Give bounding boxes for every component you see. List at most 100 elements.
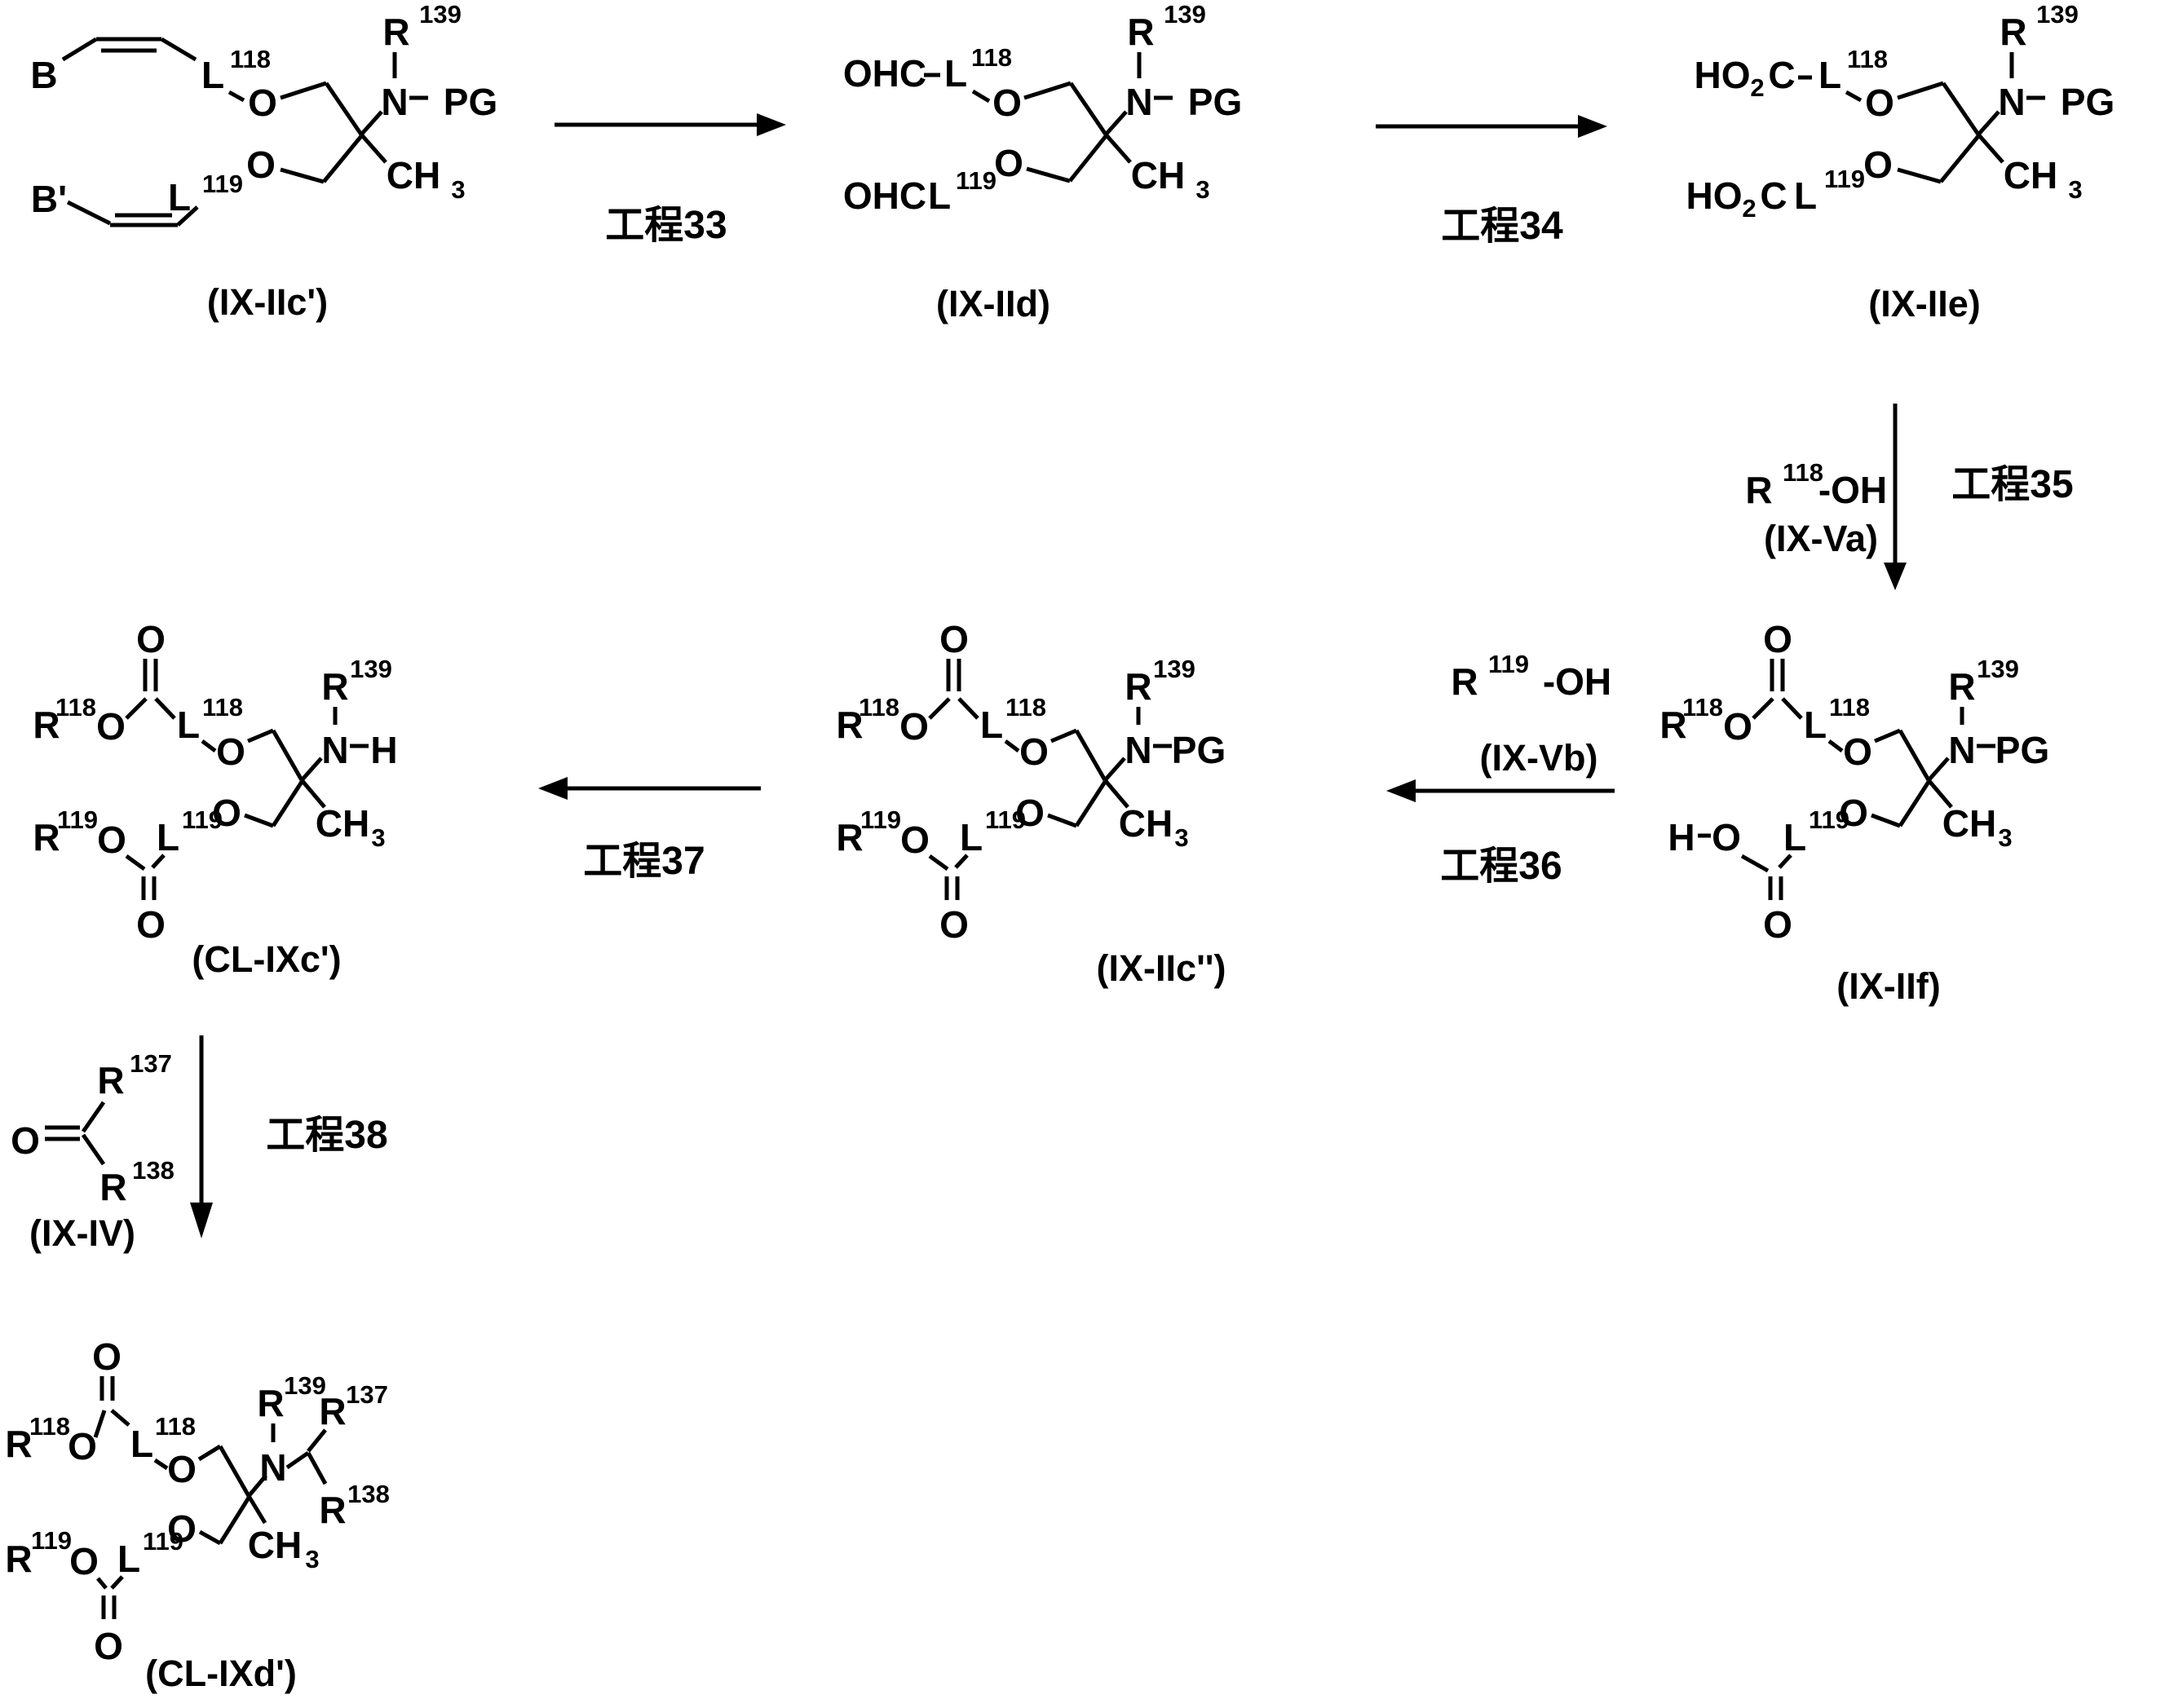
sup-139: 139 xyxy=(419,0,462,29)
atom-O: O xyxy=(1843,730,1872,773)
bond xyxy=(1004,739,1020,752)
sup-118: 118 xyxy=(29,1412,70,1441)
group-PG: PG xyxy=(2061,81,2115,123)
arrow-step34: 工程34 xyxy=(1376,115,1607,248)
atom-O: O xyxy=(94,1625,123,1667)
step-label: 工程33 xyxy=(605,204,727,247)
arrow-step33: 工程33 xyxy=(555,113,786,247)
sup-118: 118 xyxy=(155,1412,196,1441)
atom-O: O xyxy=(1865,82,1894,124)
atom-O: O xyxy=(68,1425,97,1467)
bond xyxy=(66,200,112,226)
bond xyxy=(228,90,245,103)
arrow-head-icon xyxy=(1578,115,1607,138)
atom-R: R xyxy=(836,704,863,746)
atom-O: O xyxy=(11,1119,40,1162)
bond xyxy=(1897,167,1942,184)
sup-139: 139 xyxy=(1977,655,2019,683)
atom-R: R xyxy=(5,1423,32,1465)
bond xyxy=(1897,81,1944,100)
bond xyxy=(1752,697,1774,720)
atom-O: O xyxy=(167,1507,197,1550)
atom-N: N xyxy=(1125,81,1152,123)
atom-L: L xyxy=(130,1423,153,1465)
compound-label: (IX-IIc') xyxy=(207,281,328,323)
arrow-step38: 工程38 xyxy=(190,1035,388,1238)
group-CH: CH xyxy=(387,154,440,196)
reagent-R: R xyxy=(1745,469,1772,511)
atom-O: O xyxy=(216,730,245,773)
sup-139: 139 xyxy=(350,655,392,683)
bond xyxy=(1104,110,1128,136)
sub-3: 3 xyxy=(305,1545,319,1573)
atom-R: R xyxy=(2000,11,2026,53)
bond xyxy=(1927,757,1950,782)
atom-R: R xyxy=(5,1538,32,1580)
bond xyxy=(1941,82,1981,136)
bond-lines xyxy=(1698,659,1995,900)
atom-O: O xyxy=(899,705,929,748)
bond xyxy=(1047,813,1077,828)
bond xyxy=(61,37,98,62)
bond xyxy=(246,1494,267,1525)
structure-cl-ixc-prime: O R 118 O L 118 O N H R 139 CH 3 O L 119… xyxy=(33,618,397,980)
bond xyxy=(125,697,148,720)
sup-119: 119 xyxy=(31,1526,72,1555)
group-CH: CH xyxy=(1131,154,1185,196)
atom-O: O xyxy=(136,903,166,946)
atom-O: O xyxy=(939,903,969,946)
reagent-label: (IX-IV) xyxy=(29,1212,135,1254)
atom-R: R xyxy=(99,1166,126,1208)
sub-3: 3 xyxy=(451,175,465,204)
bond xyxy=(300,779,326,809)
sup-139: 139 xyxy=(284,1371,326,1400)
bond xyxy=(1871,813,1901,828)
atom-O: O xyxy=(1019,730,1049,773)
atom-O: O xyxy=(136,618,166,660)
reagent-label: (IX-Va) xyxy=(1764,518,1878,559)
bond xyxy=(153,1458,169,1471)
sup-119: 119 xyxy=(57,805,98,834)
bond xyxy=(1103,779,1129,809)
compound-label: (IX-IIe) xyxy=(1868,283,1981,324)
bond xyxy=(1939,135,1980,183)
step-label: 工程35 xyxy=(1951,463,2073,506)
sub-3: 3 xyxy=(2068,175,2082,204)
sub-3: 3 xyxy=(1998,823,2012,852)
step-label: 工程36 xyxy=(1440,845,1562,888)
bond xyxy=(247,1474,267,1498)
bond xyxy=(110,1409,130,1427)
bond xyxy=(93,1410,107,1438)
bond xyxy=(1103,757,1126,782)
bond xyxy=(1898,780,1931,828)
group-CH: CH xyxy=(2004,154,2057,196)
bond xyxy=(306,1451,328,1485)
atom-H: H xyxy=(370,729,397,771)
atom-O: O xyxy=(96,705,126,748)
sub-2: 2 xyxy=(1742,194,1756,223)
structure-cl-ixd-prime: O R 118 O L 118 O N R 139 R 137 R 138 CH… xyxy=(5,1335,389,1694)
sup-119: 119 xyxy=(956,166,996,195)
bond xyxy=(360,110,383,136)
atom-O: O xyxy=(167,1448,197,1490)
atom-O: O xyxy=(1763,903,1792,946)
atom-L: L xyxy=(177,704,200,746)
arrow-head-icon xyxy=(1884,563,1907,590)
atom-O: O xyxy=(1863,143,1893,186)
arrow-step35: R 118 -OH (IX-Va) 工程35 xyxy=(1745,404,2074,590)
bond xyxy=(176,205,199,227)
arrow-head-icon xyxy=(1386,779,1416,802)
sup-118: 118 xyxy=(859,693,899,722)
bond xyxy=(1977,133,2004,164)
bond xyxy=(1068,82,1108,136)
bond xyxy=(110,1575,124,1590)
atom-N: N xyxy=(1948,729,1975,771)
bond xyxy=(201,739,217,752)
bond xyxy=(1827,739,1844,752)
atom-O: O xyxy=(994,142,1023,184)
group-PG: PG xyxy=(1188,81,1242,123)
atom-O: O xyxy=(69,1540,99,1582)
group-CH: CH xyxy=(248,1524,302,1566)
atom-N: N xyxy=(1998,81,2025,123)
sup-138: 138 xyxy=(132,1156,175,1185)
